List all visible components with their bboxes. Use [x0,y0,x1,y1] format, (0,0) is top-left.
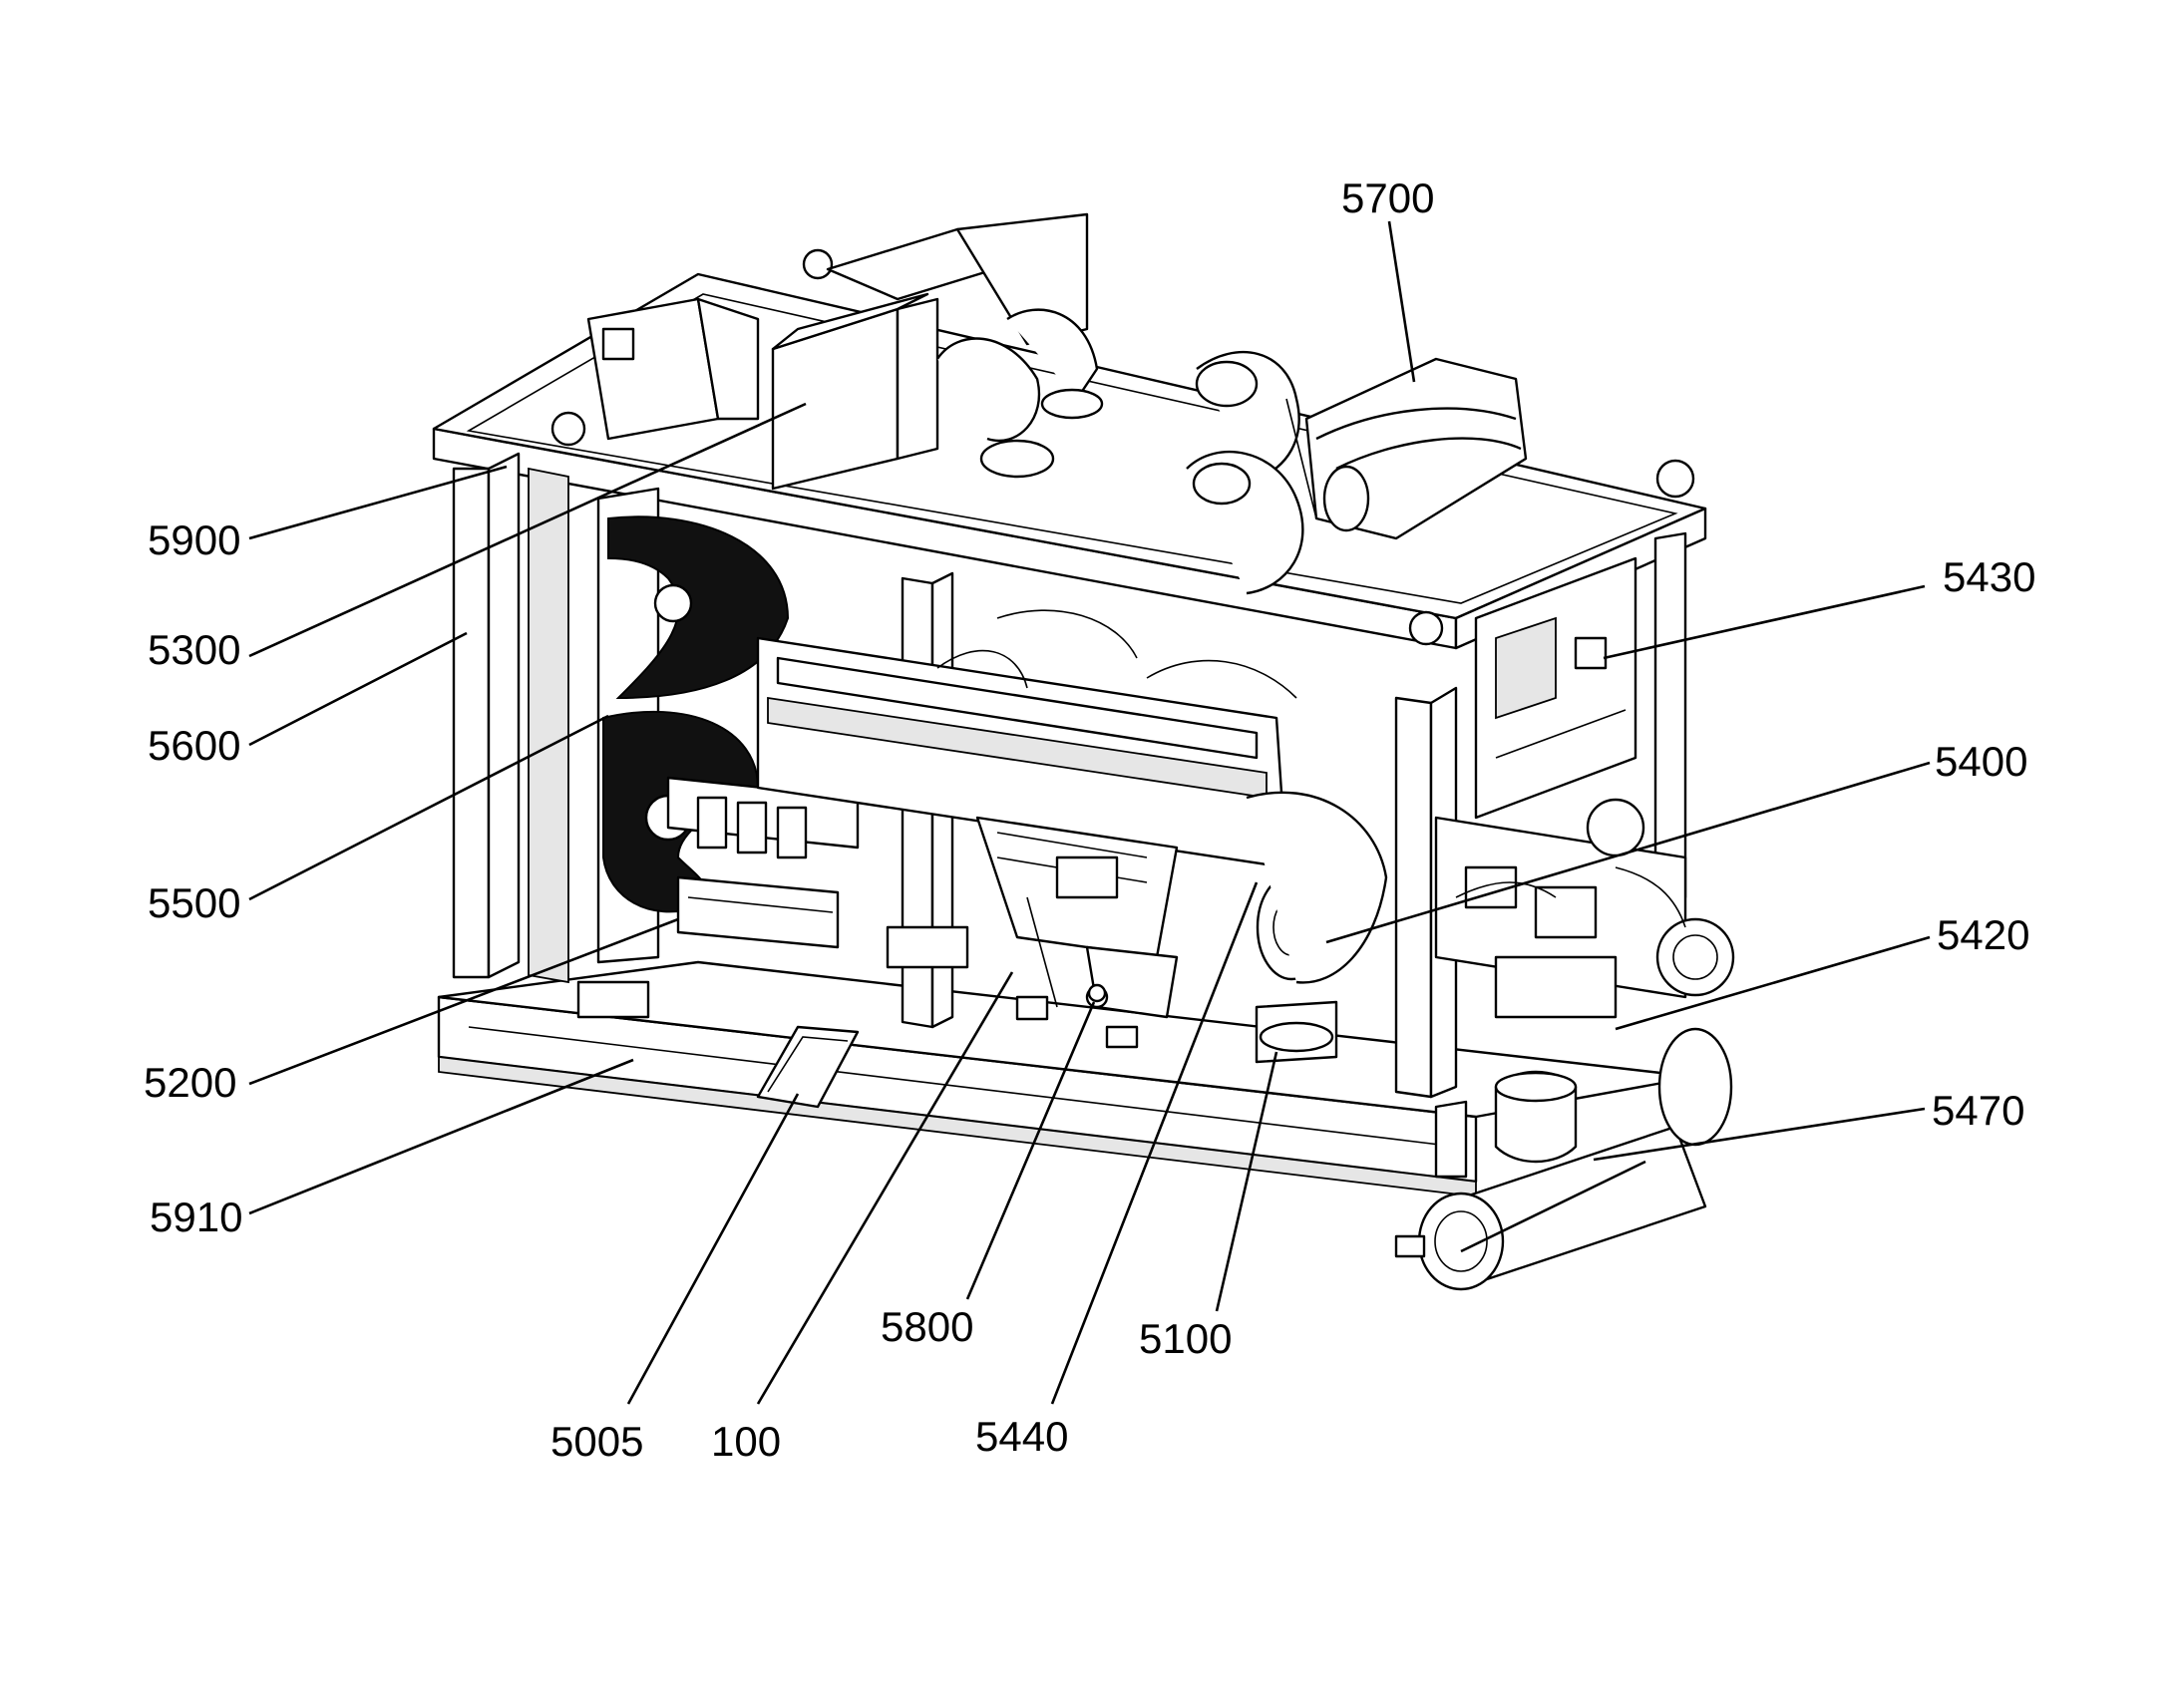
frame-brackets [576,896,1139,1049]
leader-5470-b [1460,1160,1646,1253]
reference-numerals: 5700 5900 5300 5600 5500 5200 5910 5005 … [144,174,2035,1465]
leader-5400 [1325,761,1931,944]
leader-5700 [1387,220,1416,383]
leader-5100 [1215,1051,1278,1312]
engine-assembly-drawing [432,212,1735,1291]
leader-5800 [965,1001,1096,1300]
skid-base [437,960,1697,1198]
leader-5470 [1593,1107,1926,1162]
ref-5800: 5800 [881,1303,973,1350]
expansion-tank [586,297,760,441]
leader-5900 [248,465,508,540]
sensor-5800 [1087,983,1107,1003]
ref-5300: 5300 [148,626,240,673]
leader-5430 [1603,584,1926,660]
ref-5400: 5400 [1935,738,2027,785]
engine-block [756,609,1297,1019]
leader-5910 [248,1058,634,1215]
leader-5500 [248,714,609,901]
air-intake-boxes [771,212,1104,491]
leader-5420 [1615,935,1931,1031]
leader-5600 [248,631,468,747]
ref-100: 100 [711,1418,781,1465]
ref-5440: 5440 [975,1413,1068,1460]
engine-mount [1255,1000,1338,1064]
leader-5005 [626,1093,800,1405]
leader-5200 [248,917,679,1086]
ref-5470: 5470 [1932,1087,2024,1134]
pump-assembly [1434,798,1735,1019]
ref-5910: 5910 [150,1194,242,1240]
leader-100 [756,971,1014,1405]
leader-5300 [248,402,807,658]
ref-5500: 5500 [148,879,240,926]
ref-5430: 5430 [1943,553,2035,600]
flywheel-housing [1246,791,1388,984]
leader-5440 [1050,881,1259,1405]
ref-5600: 5600 [148,722,240,769]
control-panel [1474,556,1637,820]
ref-5005: 5005 [550,1418,643,1465]
ref-5420: 5420 [1937,911,2029,958]
ref-5900: 5900 [148,516,240,563]
ref-5700: 5700 [1341,174,1434,221]
ref-5200: 5200 [144,1059,236,1106]
filter-module [666,776,860,949]
exhaust-silencer [1186,350,1528,595]
ref-5100: 5100 [1139,1315,1232,1362]
leader-lines [248,220,1931,1405]
discharge-pipe [1394,1027,1733,1291]
